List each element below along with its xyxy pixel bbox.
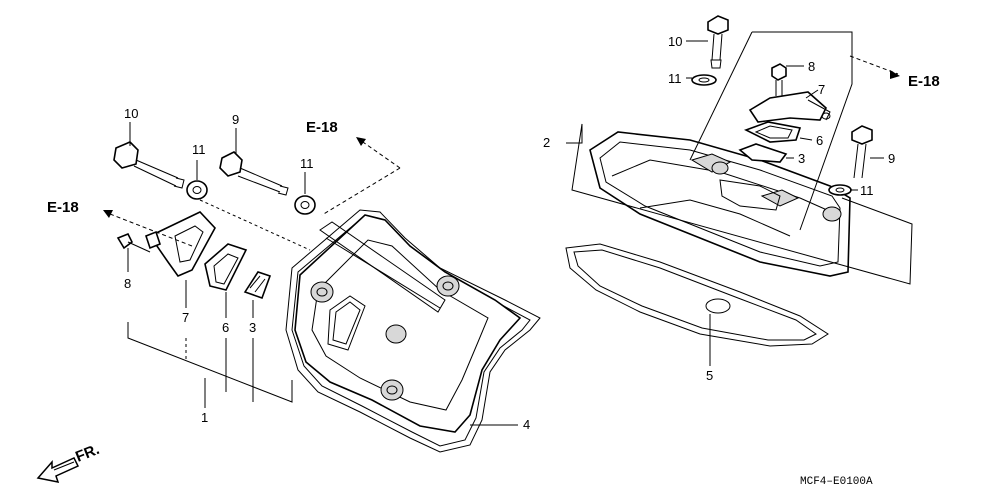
- callout-left-1: 1: [201, 410, 208, 425]
- callout-left-3: 3: [249, 320, 256, 335]
- callout-left-8: 8: [124, 276, 131, 291]
- right-washer-11a: [691, 74, 717, 86]
- left-cover-boss-3: [380, 379, 404, 401]
- callout-right-2: 2: [543, 135, 550, 150]
- left-bracket-7: [145, 211, 216, 277]
- left-cover-boss-4: [385, 324, 407, 344]
- right-leaders: [566, 31, 913, 366]
- callout-left-6: 6: [222, 320, 229, 335]
- front-label: FR.: [73, 441, 102, 466]
- left-washer-11b: [294, 195, 316, 215]
- callout-right-3: 3: [798, 151, 805, 166]
- callout-left-10: 10: [124, 106, 138, 121]
- callout-right-5: 5: [706, 368, 713, 383]
- ref-e18-left-top: E-18: [306, 119, 338, 136]
- callout-left-4: 4: [523, 417, 530, 432]
- right-cover-assembly: [589, 131, 851, 277]
- ref-e18-left: E-18: [47, 199, 79, 216]
- right-plate-6: [743, 121, 802, 143]
- right-cover-boss-1: [822, 206, 842, 222]
- left-washer-11a: [186, 180, 208, 200]
- right-cover-boss-2: [711, 161, 729, 175]
- left-bolt-8: [116, 232, 151, 253]
- right-bolt-8: [771, 63, 787, 96]
- left-bolt-9: [219, 151, 289, 196]
- diagram-code: MCF4–E0100A: [800, 476, 873, 488]
- left-cover-boss-1: [310, 281, 334, 303]
- left-cover-boss-2: [436, 275, 460, 297]
- right-bracket-7: [748, 91, 831, 123]
- callout-right-11a: 11: [668, 71, 682, 86]
- right-bolt-9: [851, 125, 873, 179]
- left-plate-6: [204, 243, 248, 291]
- front-direction-arrow-icon: [36, 457, 80, 483]
- right-washer-11b: [828, 184, 852, 196]
- callout-left-9: 9: [232, 112, 239, 127]
- callout-left-11a: 11: [192, 142, 206, 157]
- callout-right-11b: 11: [860, 183, 874, 198]
- left-cover-body: [294, 214, 522, 433]
- callout-right-8: 8: [808, 59, 815, 74]
- callout-right-9: 9: [888, 151, 895, 166]
- callout-left-11b: 11: [300, 156, 314, 171]
- left-plate-3: [243, 271, 272, 300]
- ref-e18-right: E-18: [908, 73, 940, 90]
- left-cover-assembly: [285, 209, 541, 453]
- callout-left-7: 7: [182, 310, 189, 325]
- right-bolt-10: [707, 15, 729, 69]
- right-plate-3: [738, 143, 788, 163]
- left-bolt-10: [113, 141, 185, 189]
- left-gasket: [285, 209, 541, 453]
- callout-right-6: 6: [816, 133, 823, 148]
- callout-right-7: 7: [818, 82, 825, 97]
- right-gasket-5: [565, 243, 829, 347]
- callout-right-10: 10: [668, 34, 682, 49]
- right-cover-body: [589, 131, 851, 277]
- left-leaders: [103, 122, 518, 426]
